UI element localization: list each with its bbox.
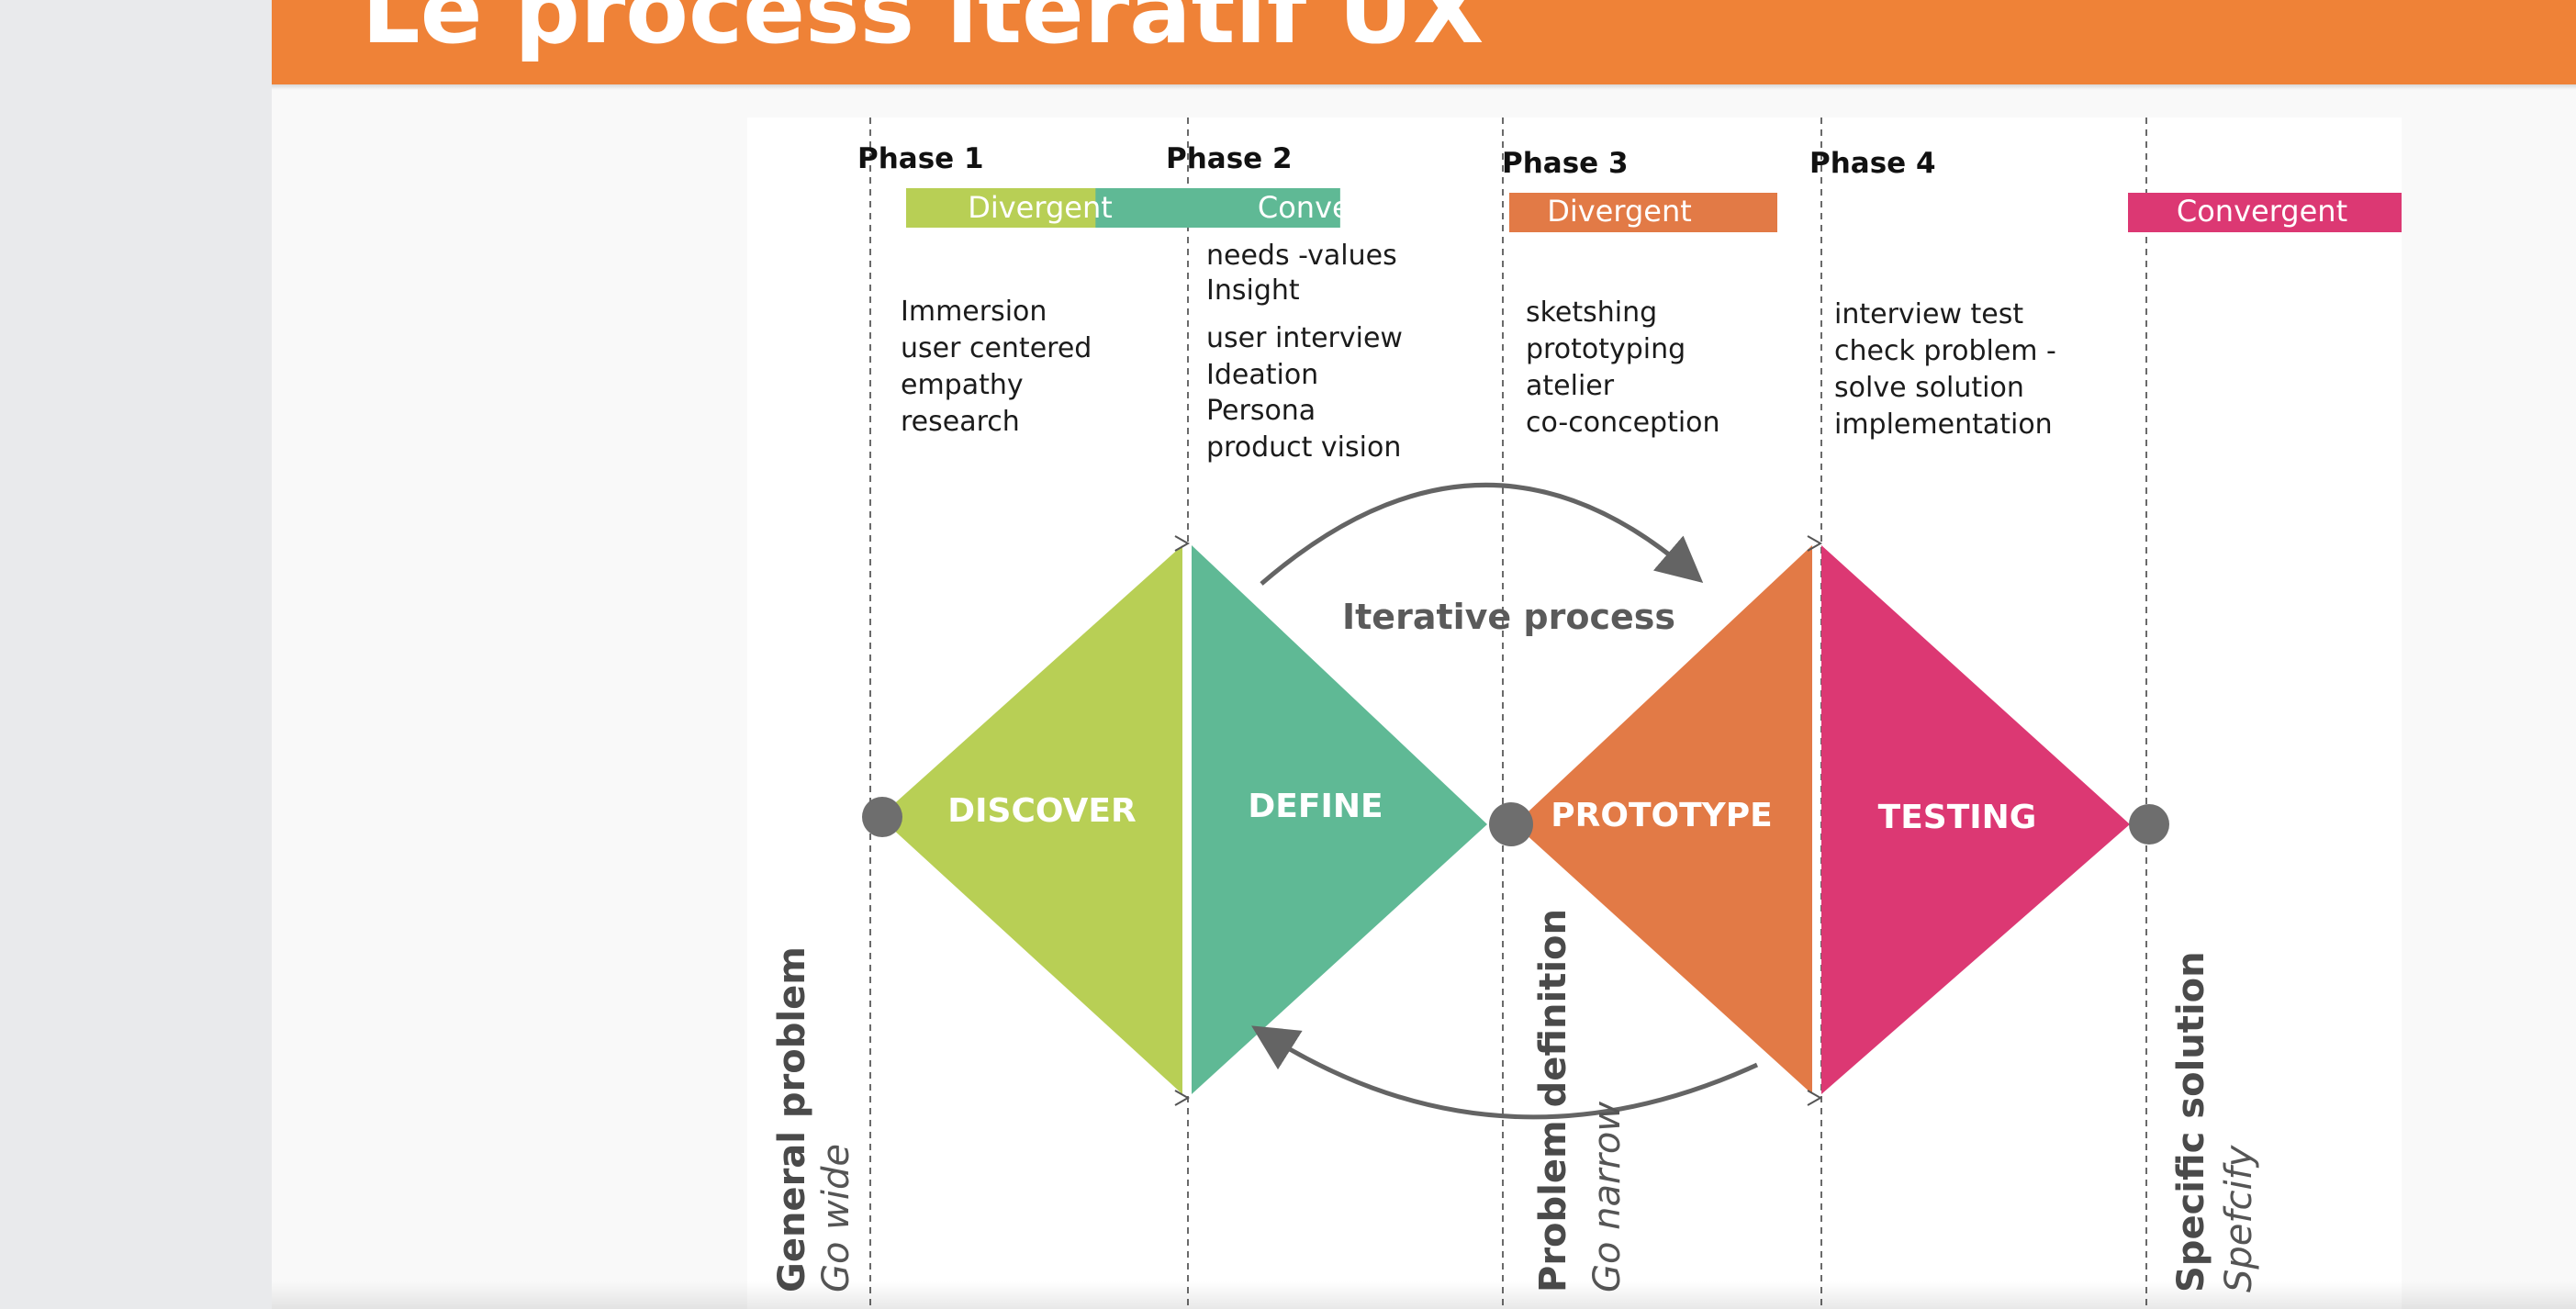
double-diamond-svg: Phase 1 Phase 2 Phase 3 Phase 4 Divergen… — [771, 117, 2402, 1309]
phase-2-note-1: needs -values — [1206, 240, 1397, 272]
phase-1-note-4: research — [901, 406, 1020, 438]
phase-2-note-3: user interview — [1206, 322, 1403, 354]
phase-1-note-3: empathy — [901, 369, 1024, 401]
double-diamond-diagram: Phase 1 Phase 2 Phase 3 Phase 4 Divergen… — [747, 117, 2402, 1309]
phase-4-note-2: check problem - — [1834, 335, 2056, 367]
phase-2-note-6: product vision — [1206, 431, 1401, 464]
phase-2-note-2: Insight — [1206, 274, 1300, 307]
phase-4-mode-bar — [2128, 193, 2402, 232]
prototype-triangle — [1515, 545, 1812, 1094]
iterative-arrow-top — [1260, 483, 1704, 586]
milestone-2-title: Problem definition — [1532, 909, 1574, 1292]
phase-3-note-1: sketshing — [1526, 296, 1657, 329]
testing-triangle — [1821, 545, 2130, 1094]
phase-3-note-3: atelier — [1526, 370, 1615, 402]
tip-arrow-icon — [1807, 1090, 1823, 1106]
stage-testing: TESTING — [1878, 799, 2037, 836]
phase-4-label: Phase 4 — [1809, 147, 1936, 180]
milestone-dot-end — [2129, 804, 2169, 845]
slide-title: Le process itératif UX — [362, 0, 1484, 64]
stage-define: DEFINE — [1248, 788, 1383, 825]
phase-4-note-3: solve solution — [1834, 372, 2024, 404]
phase-3-label: Phase 3 — [1502, 147, 1629, 180]
milestone-1-subtitle: Go wide — [815, 1144, 857, 1292]
slide: Le process itératif UX Phase 1 Phase 2 — [272, 0, 2576, 1309]
milestone-2-subtitle: Go narrow — [1586, 1102, 1629, 1292]
tip-arrow-icon — [1807, 535, 1823, 552]
left-gutter — [0, 0, 272, 1309]
phase-4-note-1: interview test — [1834, 298, 2023, 330]
tip-arrow-icon — [1174, 535, 1191, 552]
phase-3-mode-bar — [1509, 193, 1777, 232]
stage-discover: DISCOVER — [947, 792, 1136, 830]
define-triangle — [1192, 545, 1487, 1094]
milestone-3-subtitle: Spefcify — [2218, 1144, 2260, 1292]
iterative-process-label: Iterative process — [1342, 597, 1675, 637]
phase-2-note-4: Ideation — [1206, 359, 1318, 391]
bottom-shadow — [272, 1281, 2576, 1309]
phase-3-note-4: co-conception — [1526, 407, 1720, 439]
iterative-arrow-bottom — [1251, 1025, 1759, 1120]
phase-2-mode-bar — [1095, 188, 1340, 228]
phase-1-note-1: Immersion — [901, 296, 1047, 328]
phase-dividers — [869, 117, 2147, 1309]
milestone-dot-start — [862, 797, 902, 837]
phase-4-note-4: implementation — [1834, 408, 2053, 441]
phase-3-note-2: prototyping — [1526, 333, 1686, 365]
phase-1-label: Phase 1 — [857, 142, 984, 175]
phase-2-label: Phase 2 — [1166, 142, 1293, 175]
slide-header: Le process itératif UX — [272, 0, 2576, 84]
header-shadow — [272, 84, 2576, 90]
phase-2-note-5: Persona — [1206, 395, 1316, 427]
phase-2-mode: Convergent — [1258, 190, 1428, 225]
milestone-dot-middle — [1489, 802, 1533, 846]
phase-4-mode: Convergent — [2177, 194, 2347, 229]
milestone-1-title: General problem — [771, 946, 813, 1292]
discover-triangle — [879, 545, 1182, 1094]
tip-arrow-icon — [1174, 1090, 1191, 1106]
phase-1-note-2: user centered — [901, 332, 1092, 364]
phase-1-mode: Divergent — [968, 190, 1113, 225]
phase-3-mode: Divergent — [1547, 194, 1692, 229]
stage-prototype: PROTOTYPE — [1551, 797, 1772, 834]
milestone-3-title: Specific solution — [2170, 951, 2212, 1292]
